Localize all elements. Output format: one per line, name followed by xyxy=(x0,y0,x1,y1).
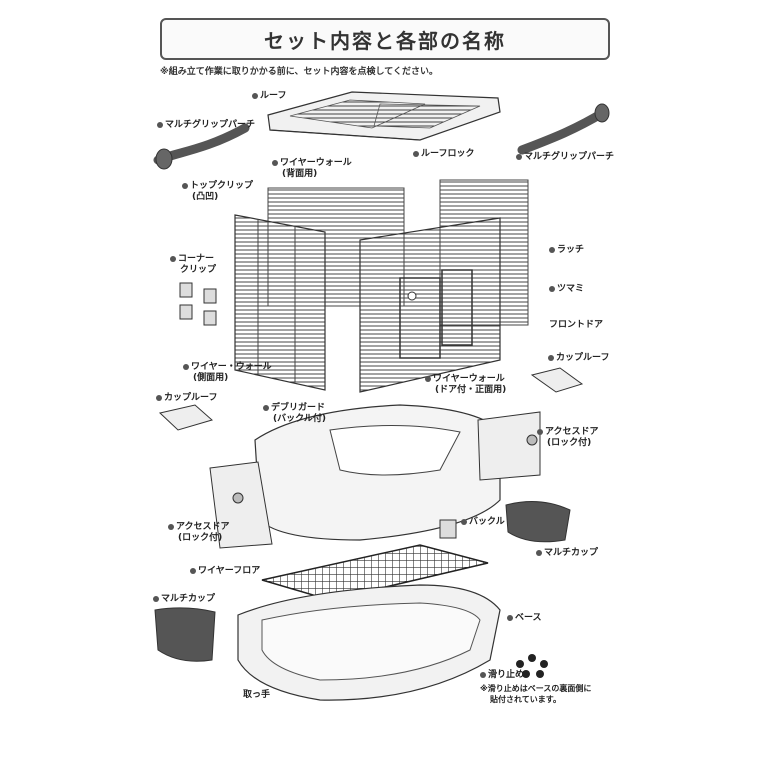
label-perch-right: マルチグリップパーチ xyxy=(516,152,614,163)
label-wire-floor: ワイヤーフロア xyxy=(190,566,260,577)
multi-cup-left-part xyxy=(155,608,215,661)
label-debris-guard: デブリガード(バックル付) xyxy=(263,403,326,425)
label-multi-cup-right: マルチカップ xyxy=(536,548,598,559)
label-top-clip: トップクリップ(凸凹) xyxy=(182,181,253,203)
label-access-door-left: アクセスドア(ロック付) xyxy=(168,522,230,544)
label-roof: ルーフ xyxy=(252,91,286,102)
label-wire-wall-back: ワイヤーウォール(背面用) xyxy=(272,158,352,180)
label-cup-roof-left: カップルーフ xyxy=(156,393,217,404)
base-part xyxy=(238,585,500,700)
label-access-door-right: アクセスドア(ロック付) xyxy=(537,427,599,449)
access-door-right-part xyxy=(478,412,540,480)
label-roof-lock: ルーフロック xyxy=(413,149,474,160)
label-base: ベース xyxy=(507,613,542,624)
multi-cup-right-part xyxy=(506,501,570,541)
perch-right xyxy=(522,112,604,150)
corner-clips xyxy=(180,283,216,325)
label-wire-wall-side: ワイヤー・ウォール(側面用) xyxy=(183,362,272,384)
label-perch-left: マルチグリップパーチ xyxy=(157,120,255,131)
cup-roof-right xyxy=(532,368,582,392)
roof-part xyxy=(268,92,500,140)
label-handle: 取っ手 xyxy=(243,690,270,701)
label-front-door: フロントドア xyxy=(549,320,603,331)
label-buckle: バックル xyxy=(461,517,505,528)
label-cup-roof-right: カップルーフ xyxy=(548,353,609,364)
non-slip-note: ※滑り止めはベースの裏面側に貼付されています。 xyxy=(480,683,591,705)
label-corner-clip: コーナークリップ xyxy=(170,254,216,276)
label-knob: ツマミ xyxy=(549,284,584,295)
label-latch: ラッチ xyxy=(549,245,584,256)
label-wire-wall-door: ワイヤーウォール(ドア付・正面用) xyxy=(425,374,506,396)
wire-wall-door-part xyxy=(360,218,500,392)
cup-roof-left xyxy=(160,405,212,430)
label-non-slip: 滑り止め xyxy=(480,670,524,681)
label-multi-cup-left: マルチカップ xyxy=(153,594,215,605)
